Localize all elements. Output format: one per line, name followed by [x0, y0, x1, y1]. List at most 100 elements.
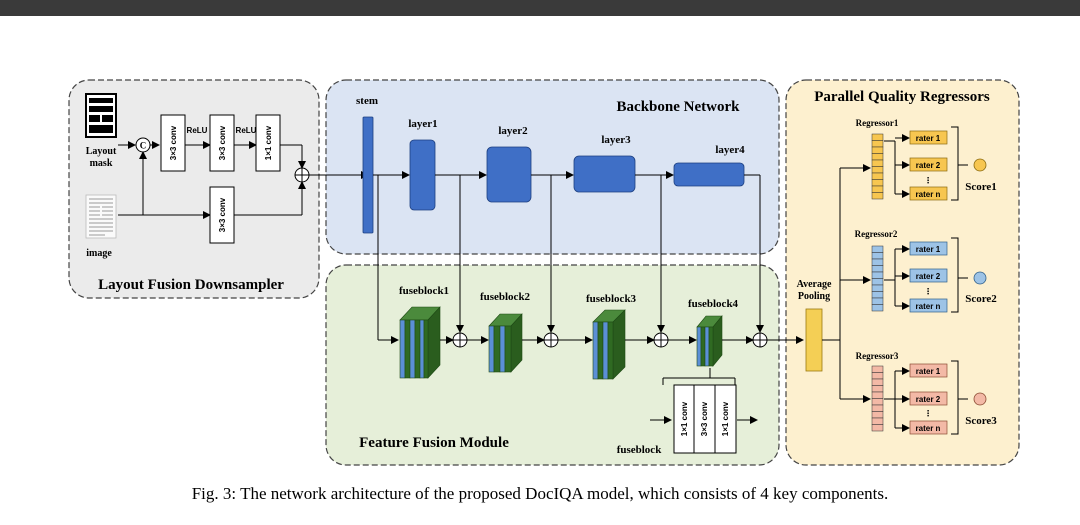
neuron-cell	[871, 179, 884, 187]
score2-label: Score2	[965, 293, 997, 305]
image-label: image	[86, 248, 112, 259]
fuseblock3-block	[592, 309, 626, 380]
layer2-block	[486, 146, 532, 203]
neuron-cell	[871, 398, 884, 406]
regressor3-neuron-stack	[871, 365, 884, 432]
reg1-dots: ⋮	[924, 176, 932, 185]
add-node-4	[752, 332, 768, 348]
fuseblock1-block	[399, 306, 441, 379]
reg3-dots: ⋮	[924, 409, 932, 418]
reg2-rater2-label: rater 2	[916, 272, 941, 281]
fuseblock-detail-conv3-label: 1×1 conv	[721, 401, 730, 436]
neuron-cell	[871, 304, 884, 312]
layer1-block	[409, 139, 436, 211]
fuseblock1-label: fuseblock1	[399, 285, 449, 297]
reg1-rater2-label: rater 2	[916, 161, 941, 170]
conv-1x1-block	[255, 114, 281, 172]
backbone-panel	[325, 79, 780, 255]
neuron-cell	[871, 297, 884, 305]
layer4-label: layer4	[715, 144, 745, 156]
score3-label: Score3	[965, 415, 997, 427]
fusion-title: Feature Fusion Module	[359, 435, 509, 451]
neuron-cell	[871, 172, 884, 180]
architecture-diagram: Layout mask image C 3×3 conv 3×3 conv	[68, 79, 1020, 466]
stem-block	[362, 116, 374, 234]
neuron-cell	[871, 391, 884, 399]
reg3-ratern-label: rater n	[916, 424, 941, 433]
score3-circle	[973, 392, 987, 406]
neuron-cell	[871, 153, 884, 161]
reg2-ratern-label: rater n	[916, 302, 941, 311]
fuseblock3-label: fuseblock3	[586, 293, 637, 305]
neuron-cell	[871, 271, 884, 279]
add-node-2	[543, 332, 559, 348]
fuseblock4-label: fuseblock4	[688, 298, 739, 310]
fuseblock-detail-conv3	[714, 384, 737, 454]
fuseblock2-label: fuseblock2	[480, 291, 531, 303]
regressor2-neuron-stack	[871, 245, 884, 312]
figure-caption: Fig. 3: The network architecture of the …	[191, 484, 889, 503]
layer1-label: layer1	[408, 118, 437, 130]
regressor2-label: Regressor2	[855, 229, 898, 239]
layout-fusion-title: Layout Fusion Downsampler	[98, 277, 284, 293]
fuseblock2-block	[488, 313, 523, 373]
concat-node	[135, 137, 151, 153]
fuseblock-detail-conv2-label: 3×3 conv	[700, 401, 709, 436]
layer4-block	[673, 162, 745, 187]
conv-3x3-block-1	[160, 114, 186, 172]
neuron-cell	[871, 278, 884, 286]
neuron-cell	[871, 252, 884, 260]
conv-3x3-label-bottom: 3×3 conv	[218, 197, 227, 232]
conv-1x1-label: 1×1 conv	[264, 125, 273, 160]
conv-3x3-label-2: 3×3 conv	[218, 125, 227, 160]
reg3-rater1-label: rater 1	[916, 367, 941, 376]
regressor1-neuron-stack	[871, 133, 884, 200]
neuron-cell	[871, 284, 884, 292]
reg2-rater1-label: rater 1	[916, 245, 941, 254]
average-pooling-block	[805, 308, 823, 372]
relu-label-1: ReLU	[187, 126, 208, 135]
neuron-cell	[871, 372, 884, 380]
reg1-ratern-label: rater n	[916, 190, 941, 199]
layout-mask-label-line2: mask	[90, 158, 113, 169]
layer3-block	[573, 155, 636, 193]
neuron-cell	[871, 404, 884, 412]
neuron-cell	[871, 258, 884, 266]
regressor3-label: Regressor3	[856, 351, 899, 361]
regressor2-raters	[884, 237, 968, 313]
regressor1-label: Regressor1	[856, 118, 899, 128]
pooling-label-line2: Pooling	[798, 291, 830, 302]
fuseblock-detail-label: fuseblock	[617, 444, 663, 456]
backbone-title: Backbone Network	[617, 99, 741, 115]
top-bar	[0, 0, 1080, 16]
fuseblock4-block	[696, 315, 723, 367]
neuron-cell	[871, 245, 884, 253]
add-node-1	[452, 332, 468, 348]
reg1-rater1-label: rater 1	[916, 134, 941, 143]
concat-symbol: C	[140, 141, 147, 151]
neuron-cell	[871, 185, 884, 193]
score1-circle	[973, 158, 987, 172]
pooling-label-line1: Average	[797, 279, 832, 290]
conv-3x3-label-1: 3×3 conv	[169, 125, 178, 160]
layout-mask-label-line1: Layout	[86, 146, 117, 157]
neuron-cell	[871, 140, 884, 148]
regressor1-raters	[884, 126, 968, 201]
neuron-cell	[871, 291, 884, 299]
neuron-cell	[871, 166, 884, 174]
add-node-downsampler	[294, 167, 310, 183]
reg2-dots: ⋮	[924, 287, 932, 296]
neuron-cell	[871, 378, 884, 386]
fuseblock-detail-conv1-label: 1×1 conv	[680, 401, 689, 436]
regressor-title: Parallel Quality Regressors	[814, 89, 990, 105]
neuron-cell	[871, 417, 884, 425]
regressor3-raters	[884, 360, 968, 435]
neuron-cell	[871, 192, 884, 200]
neuron-cell	[871, 365, 884, 373]
neuron-cell	[871, 265, 884, 273]
neuron-cell	[871, 411, 884, 419]
neuron-cell	[871, 424, 884, 432]
neuron-cell	[871, 385, 884, 393]
score2-circle	[973, 271, 987, 285]
relu-label-2: ReLU	[236, 126, 257, 135]
